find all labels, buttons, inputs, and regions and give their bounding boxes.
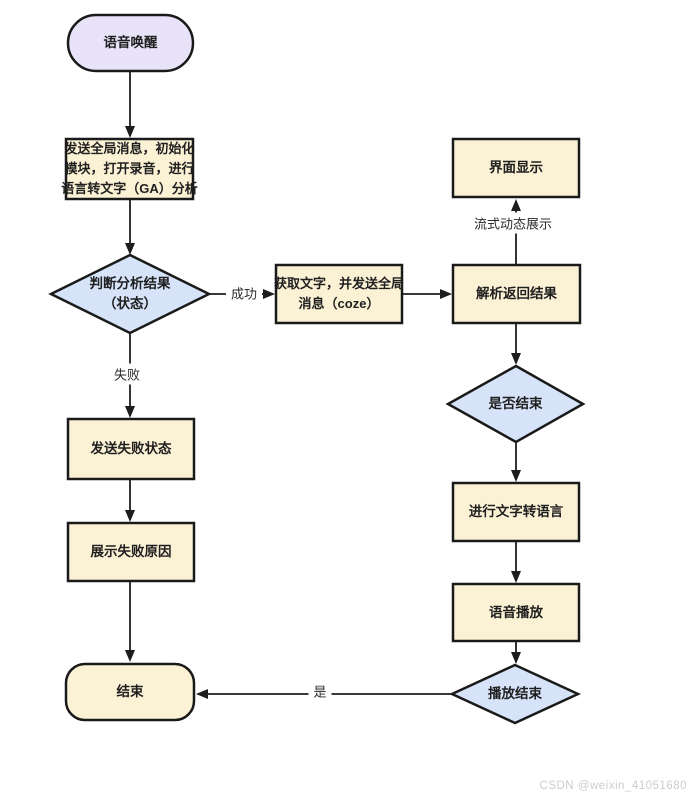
fetch-process-shape (274, 263, 404, 325)
csdn-watermark: CSDN @weixin_41051680 (539, 780, 687, 792)
play-end-decision-shape (449, 663, 581, 725)
init-process-shape (64, 137, 195, 201)
end-terminal-shape (64, 662, 196, 722)
start-terminal-shape (66, 13, 195, 73)
parse-process-shape (451, 263, 582, 325)
ui-display-process-shape (451, 137, 581, 199)
analysis-decision-shape (48, 253, 212, 335)
tts-process-shape (451, 481, 581, 543)
show-fail-process-shape (66, 521, 196, 583)
send-fail-process-shape (66, 417, 196, 481)
finished-decision-shape (445, 364, 586, 444)
play-process-shape (451, 582, 581, 643)
